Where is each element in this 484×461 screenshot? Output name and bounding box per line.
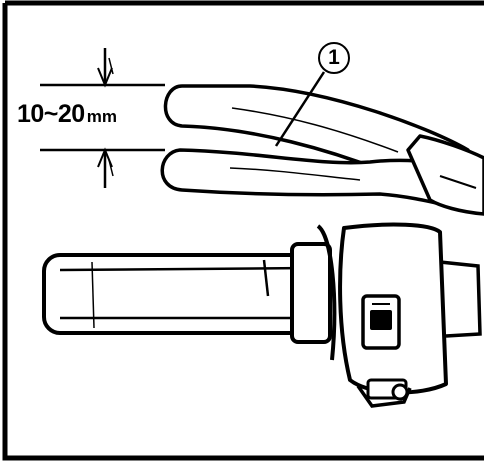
handlebar-grip bbox=[42, 224, 337, 361]
lever-rest-highlight bbox=[231, 107, 399, 153]
dimension-unit: mm bbox=[86, 107, 117, 126]
dimension-lines bbox=[40, 48, 165, 188]
lever-pulled-highlight bbox=[229, 167, 361, 181]
dimension-value: 10~20 bbox=[17, 100, 85, 128]
callout-leader bbox=[274, 71, 326, 147]
lever-pivot-line bbox=[439, 175, 477, 189]
callout-number: 1 bbox=[318, 42, 350, 74]
callout-label: 1 bbox=[328, 46, 340, 69]
lever-pulled-outline bbox=[160, 148, 470, 212]
lever-pivot-housing bbox=[406, 134, 484, 216]
switch-housing bbox=[338, 222, 482, 408]
